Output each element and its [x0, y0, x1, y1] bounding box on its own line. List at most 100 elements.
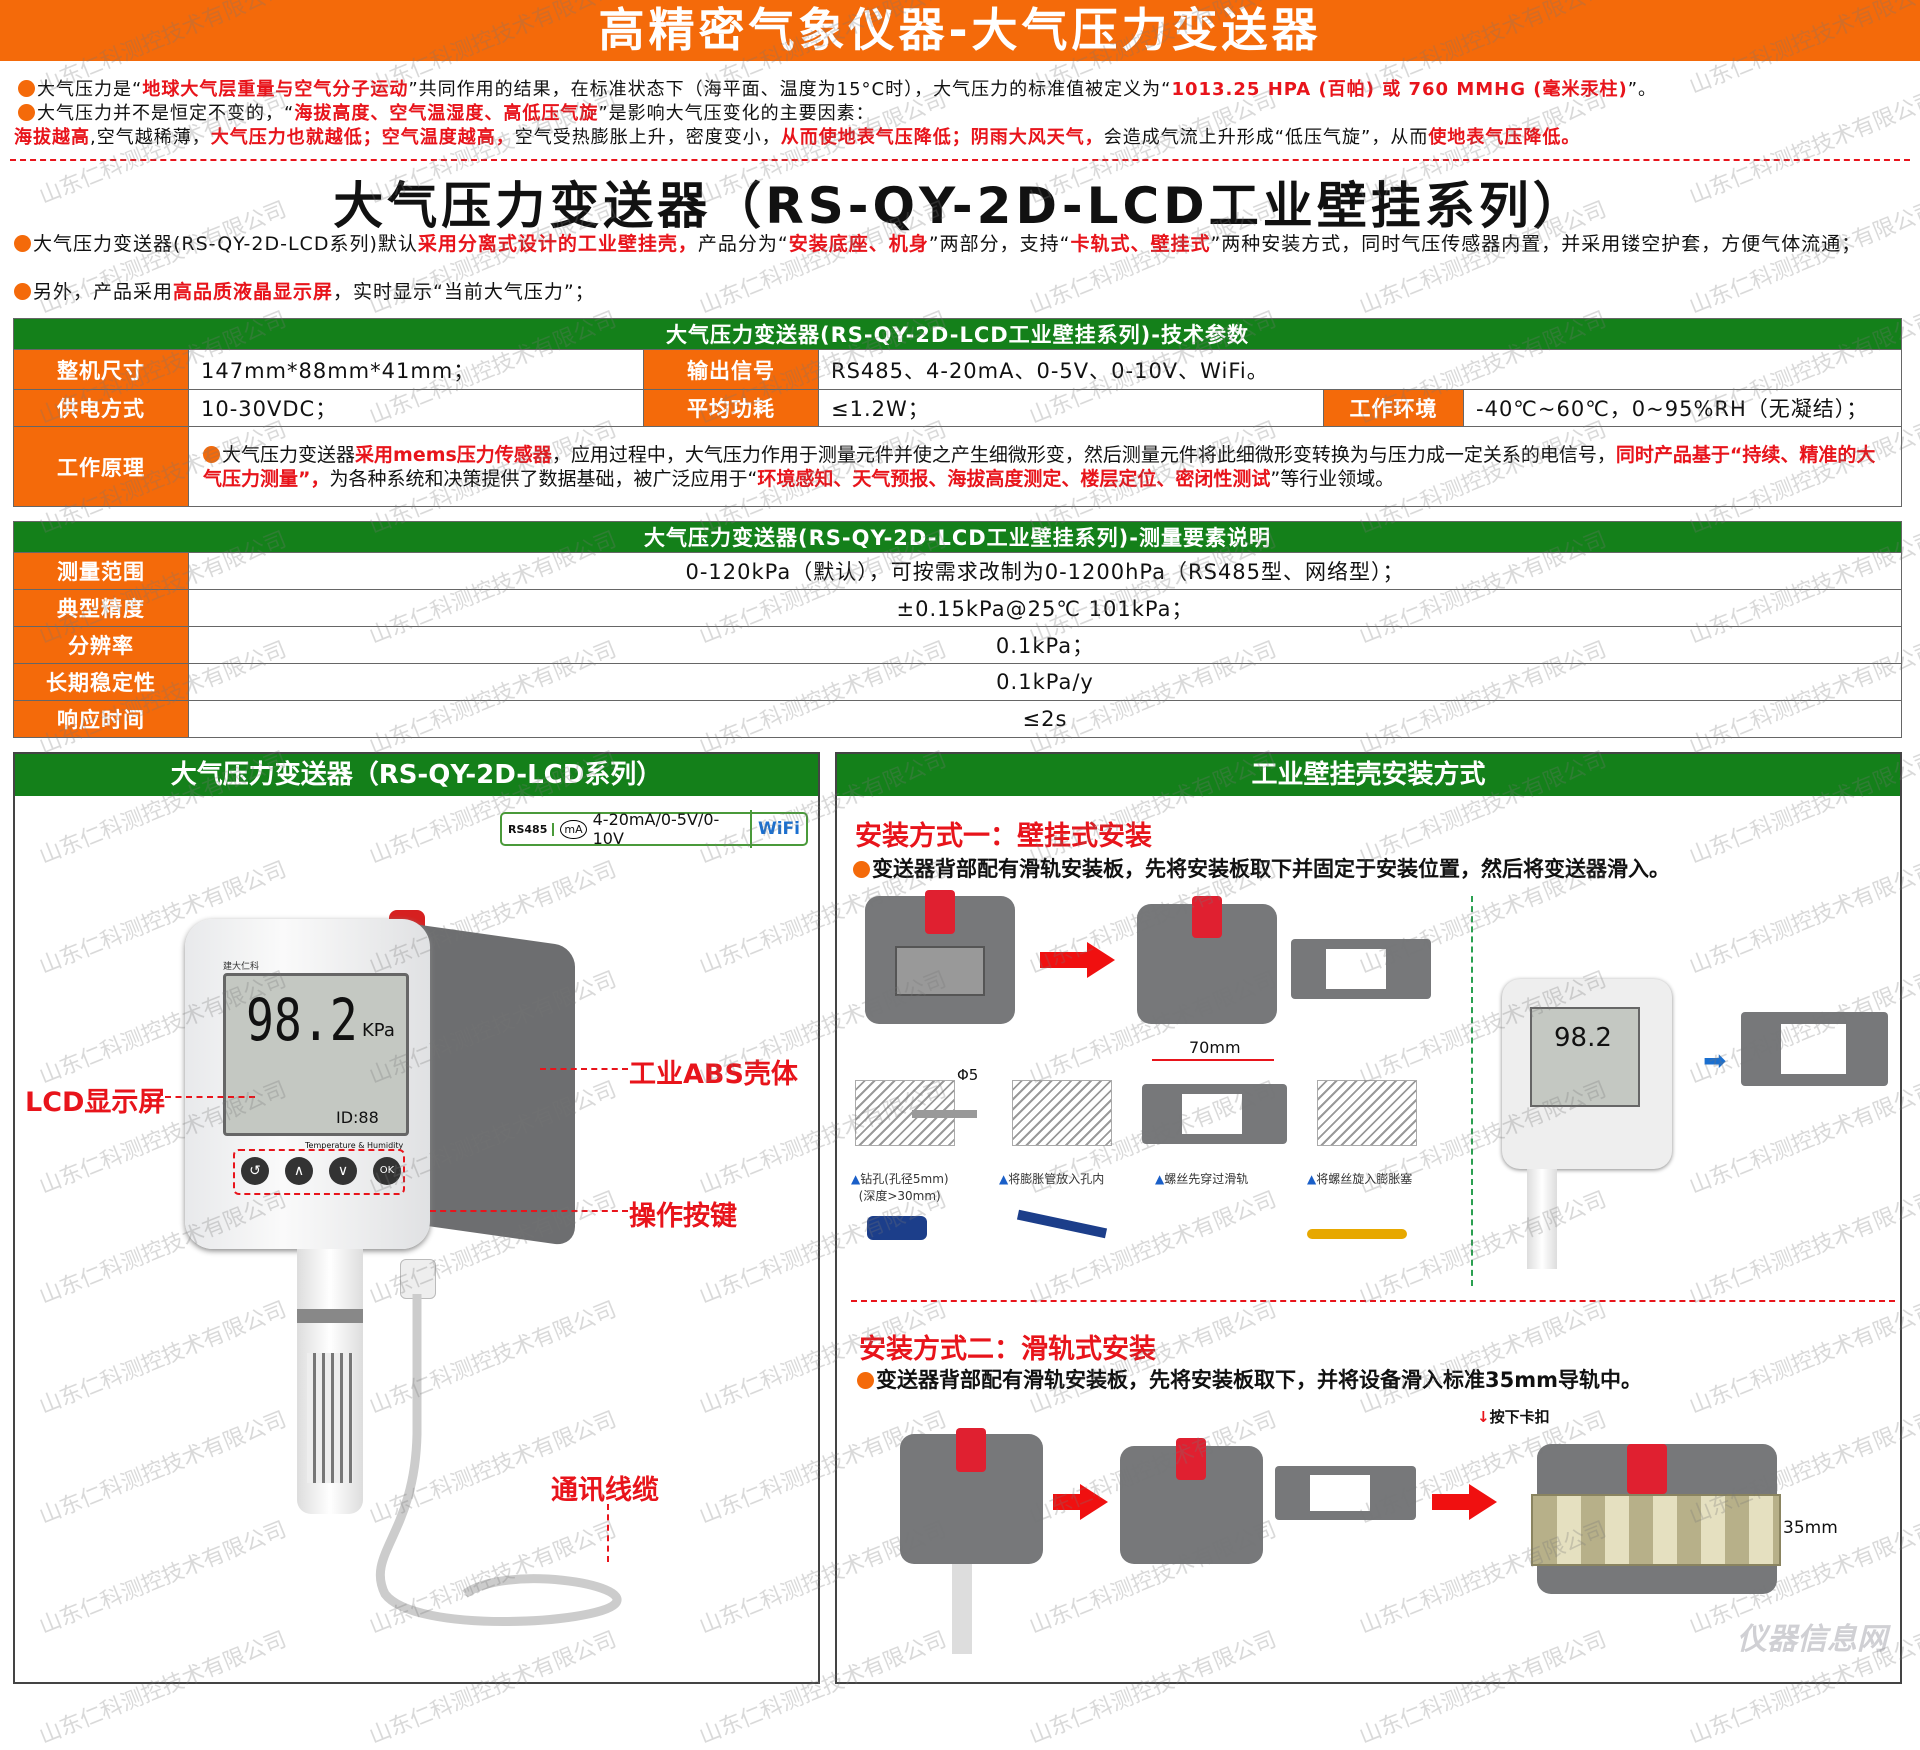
product-intro: 大气压力变送器(RS-QY-2D-LCD系列)默认采用分离式设计的工业壁挂壳，产…: [14, 232, 1909, 256]
down-button-icon[interactable]: ∨: [329, 1157, 357, 1185]
hammer-icon: [1016, 1209, 1108, 1239]
spec-label: 整机尺寸: [13, 349, 189, 390]
arrow-shaft: [1053, 1494, 1083, 1510]
sensor-probe: [297, 1249, 363, 1514]
drill-icon: [867, 1216, 927, 1240]
bullet-icon: [203, 445, 220, 463]
measurement-table-title: 大气压力变送器(RS-QY-2D-LCD工业壁挂系列)-测量要素说明: [13, 521, 1902, 553]
rail-plate-image: [1142, 1084, 1287, 1144]
callout-line: [607, 1504, 609, 1562]
arrow-icon: [1080, 1484, 1108, 1520]
press-clip-label: ↓按下卡扣: [1477, 1408, 1550, 1426]
bullet-icon: [853, 861, 870, 878]
measurement-label: 响应时间: [13, 700, 189, 738]
din-rail-image: [1531, 1494, 1781, 1566]
spec-label: 工作环境: [1323, 389, 1464, 427]
product-display-note: 另外，产品采用高品质液晶显示屏，实时显示“当前大气压力”；: [14, 280, 1909, 304]
page-banner-title: 高精密气象仪器-大气压力变送器: [0, 0, 1920, 61]
step-caption: ▲将膨胀管放入孔内: [999, 1172, 1105, 1186]
spec-label: 供电方式: [13, 389, 189, 427]
measurement-label: 典型精度: [13, 589, 189, 627]
callout-line: [165, 1096, 255, 1098]
mount-plate-image: [1137, 896, 1277, 1024]
device-body: 建大仁科 98.2 KPa ID:88 Temperature & Humidi…: [185, 919, 430, 1249]
sensor-probe: [952, 1564, 972, 1654]
mount-plate-image: [1120, 1438, 1263, 1564]
lcd-unit: KPa: [362, 1020, 395, 1041]
arrow-icon: [1087, 942, 1115, 978]
measurement-value: 0-120kPa（默认），可按需求改制为0-1200hPa（RS485型、网络型…: [188, 552, 1902, 590]
spec-value: 147mm*88mm*41mm；: [188, 349, 644, 390]
method-1-title: 安装方式一：壁挂式安装: [855, 821, 1152, 852]
product-title: 大气压力变送器（RS-QY-2D-LCD工业壁挂系列）: [333, 177, 1587, 235]
wall-hatch: [1317, 1080, 1417, 1146]
arrow-icon: [1469, 1484, 1497, 1520]
output-badge: RS485 mA 4-20mA/0-5V/0-10V WiFi: [500, 810, 808, 848]
device-back-image: [865, 890, 1015, 1024]
measurement-label: 长期稳定性: [13, 663, 189, 701]
back-button-icon[interactable]: ↺: [241, 1157, 269, 1185]
lcd-reading: 98.2: [246, 986, 358, 1054]
spacing-label: 70mm: [1189, 1038, 1241, 1057]
divider: [1471, 896, 1473, 1286]
measurement-value: 0.1kPa；: [188, 626, 1902, 664]
callout-line: [430, 1210, 628, 1212]
ma-icon: mA: [560, 819, 587, 839]
callout-keys: 操作按键: [629, 1201, 737, 1232]
drill-bit: [912, 1110, 977, 1118]
spec-label: 工作原理: [13, 426, 189, 507]
step-caption: ▲螺丝先穿过滑轨: [1155, 1172, 1249, 1186]
communication-cable: [375, 1294, 622, 1626]
signal-text: 4-20mA/0-5V/0-10V: [593, 810, 752, 848]
bullet-icon: [14, 235, 31, 252]
cable-gland: [400, 1259, 436, 1299]
intro-line-1: 大气压力是“地球大气层重量与空气分子运动”共同作用的结果，在标准状态下（海平面、…: [18, 75, 1657, 101]
arrow-icon: ➡: [1703, 1044, 1727, 1077]
measurement-value: 0.1kPa/y: [188, 663, 1902, 701]
divider: [851, 1300, 1895, 1302]
bracket-image: [1291, 939, 1431, 999]
site-logo: 仪器信息网: [1737, 1622, 1887, 1657]
button-row: ↺ ∧ ∨ OK: [241, 1157, 401, 1185]
measurement-row: 响应时间≤2s: [13, 700, 1902, 738]
specs-table-title: 大气压力变送器(RS-QY-2D-LCD工业壁挂系列)-技术参数: [13, 318, 1902, 350]
bullet-icon: [18, 80, 35, 97]
bullet-icon: [18, 104, 35, 121]
sensor-probe: [1527, 1169, 1557, 1269]
callout-shell: 工业ABS壳体: [629, 1059, 798, 1090]
callout-lcd: LCD显示屏: [25, 1087, 166, 1118]
device-caption: Temperature & Humidity: [305, 1141, 404, 1150]
callout-cable: 通讯线缆: [551, 1475, 659, 1506]
ok-button[interactable]: OK: [373, 1157, 401, 1185]
rail-width-label: 35mm: [1783, 1518, 1838, 1538]
spec-value: ≤1.2W；: [818, 389, 1324, 427]
lcd-id: ID:88: [336, 1108, 379, 1127]
device-back-image: [900, 1428, 1043, 1564]
spec-value: -40℃~60℃，0~95%RH（无凝结）；: [1463, 389, 1902, 427]
method-2-title: 安装方式二：滑轨式安装: [859, 1334, 1156, 1365]
spec-value: RS485、4-20mA、0-5V、0-10V、WiFi。: [818, 349, 1902, 390]
spec-label: 平均功耗: [643, 389, 819, 427]
panel-title: 工业壁挂壳安装方式: [837, 754, 1900, 796]
bracket-image: [1741, 1012, 1888, 1086]
measurement-value: ≤2s: [188, 700, 1902, 738]
screwdriver-icon: [1307, 1229, 1407, 1239]
rs485-icon: RS485: [508, 822, 555, 836]
arrow-shaft: [1432, 1494, 1472, 1510]
spec-label: 输出信号: [643, 349, 819, 390]
up-button-icon[interactable]: ∧: [285, 1157, 313, 1185]
arrow-shaft: [1040, 952, 1090, 968]
divider: [10, 159, 1910, 161]
small-lcd-reading: 98.2: [1530, 1007, 1640, 1107]
panel-title: 大气压力变送器（RS-QY-2D-LCD系列）: [15, 754, 818, 796]
spacing-line: [1152, 1059, 1274, 1061]
clip: [1627, 1444, 1667, 1494]
method-1-desc: 变送器背部配有滑轨安装板，先将安装板取下并固定于安装位置，然后将变送器滑入。: [853, 853, 1670, 883]
keys-highlight: [233, 1149, 405, 1195]
wall-hatch: [1012, 1080, 1112, 1146]
